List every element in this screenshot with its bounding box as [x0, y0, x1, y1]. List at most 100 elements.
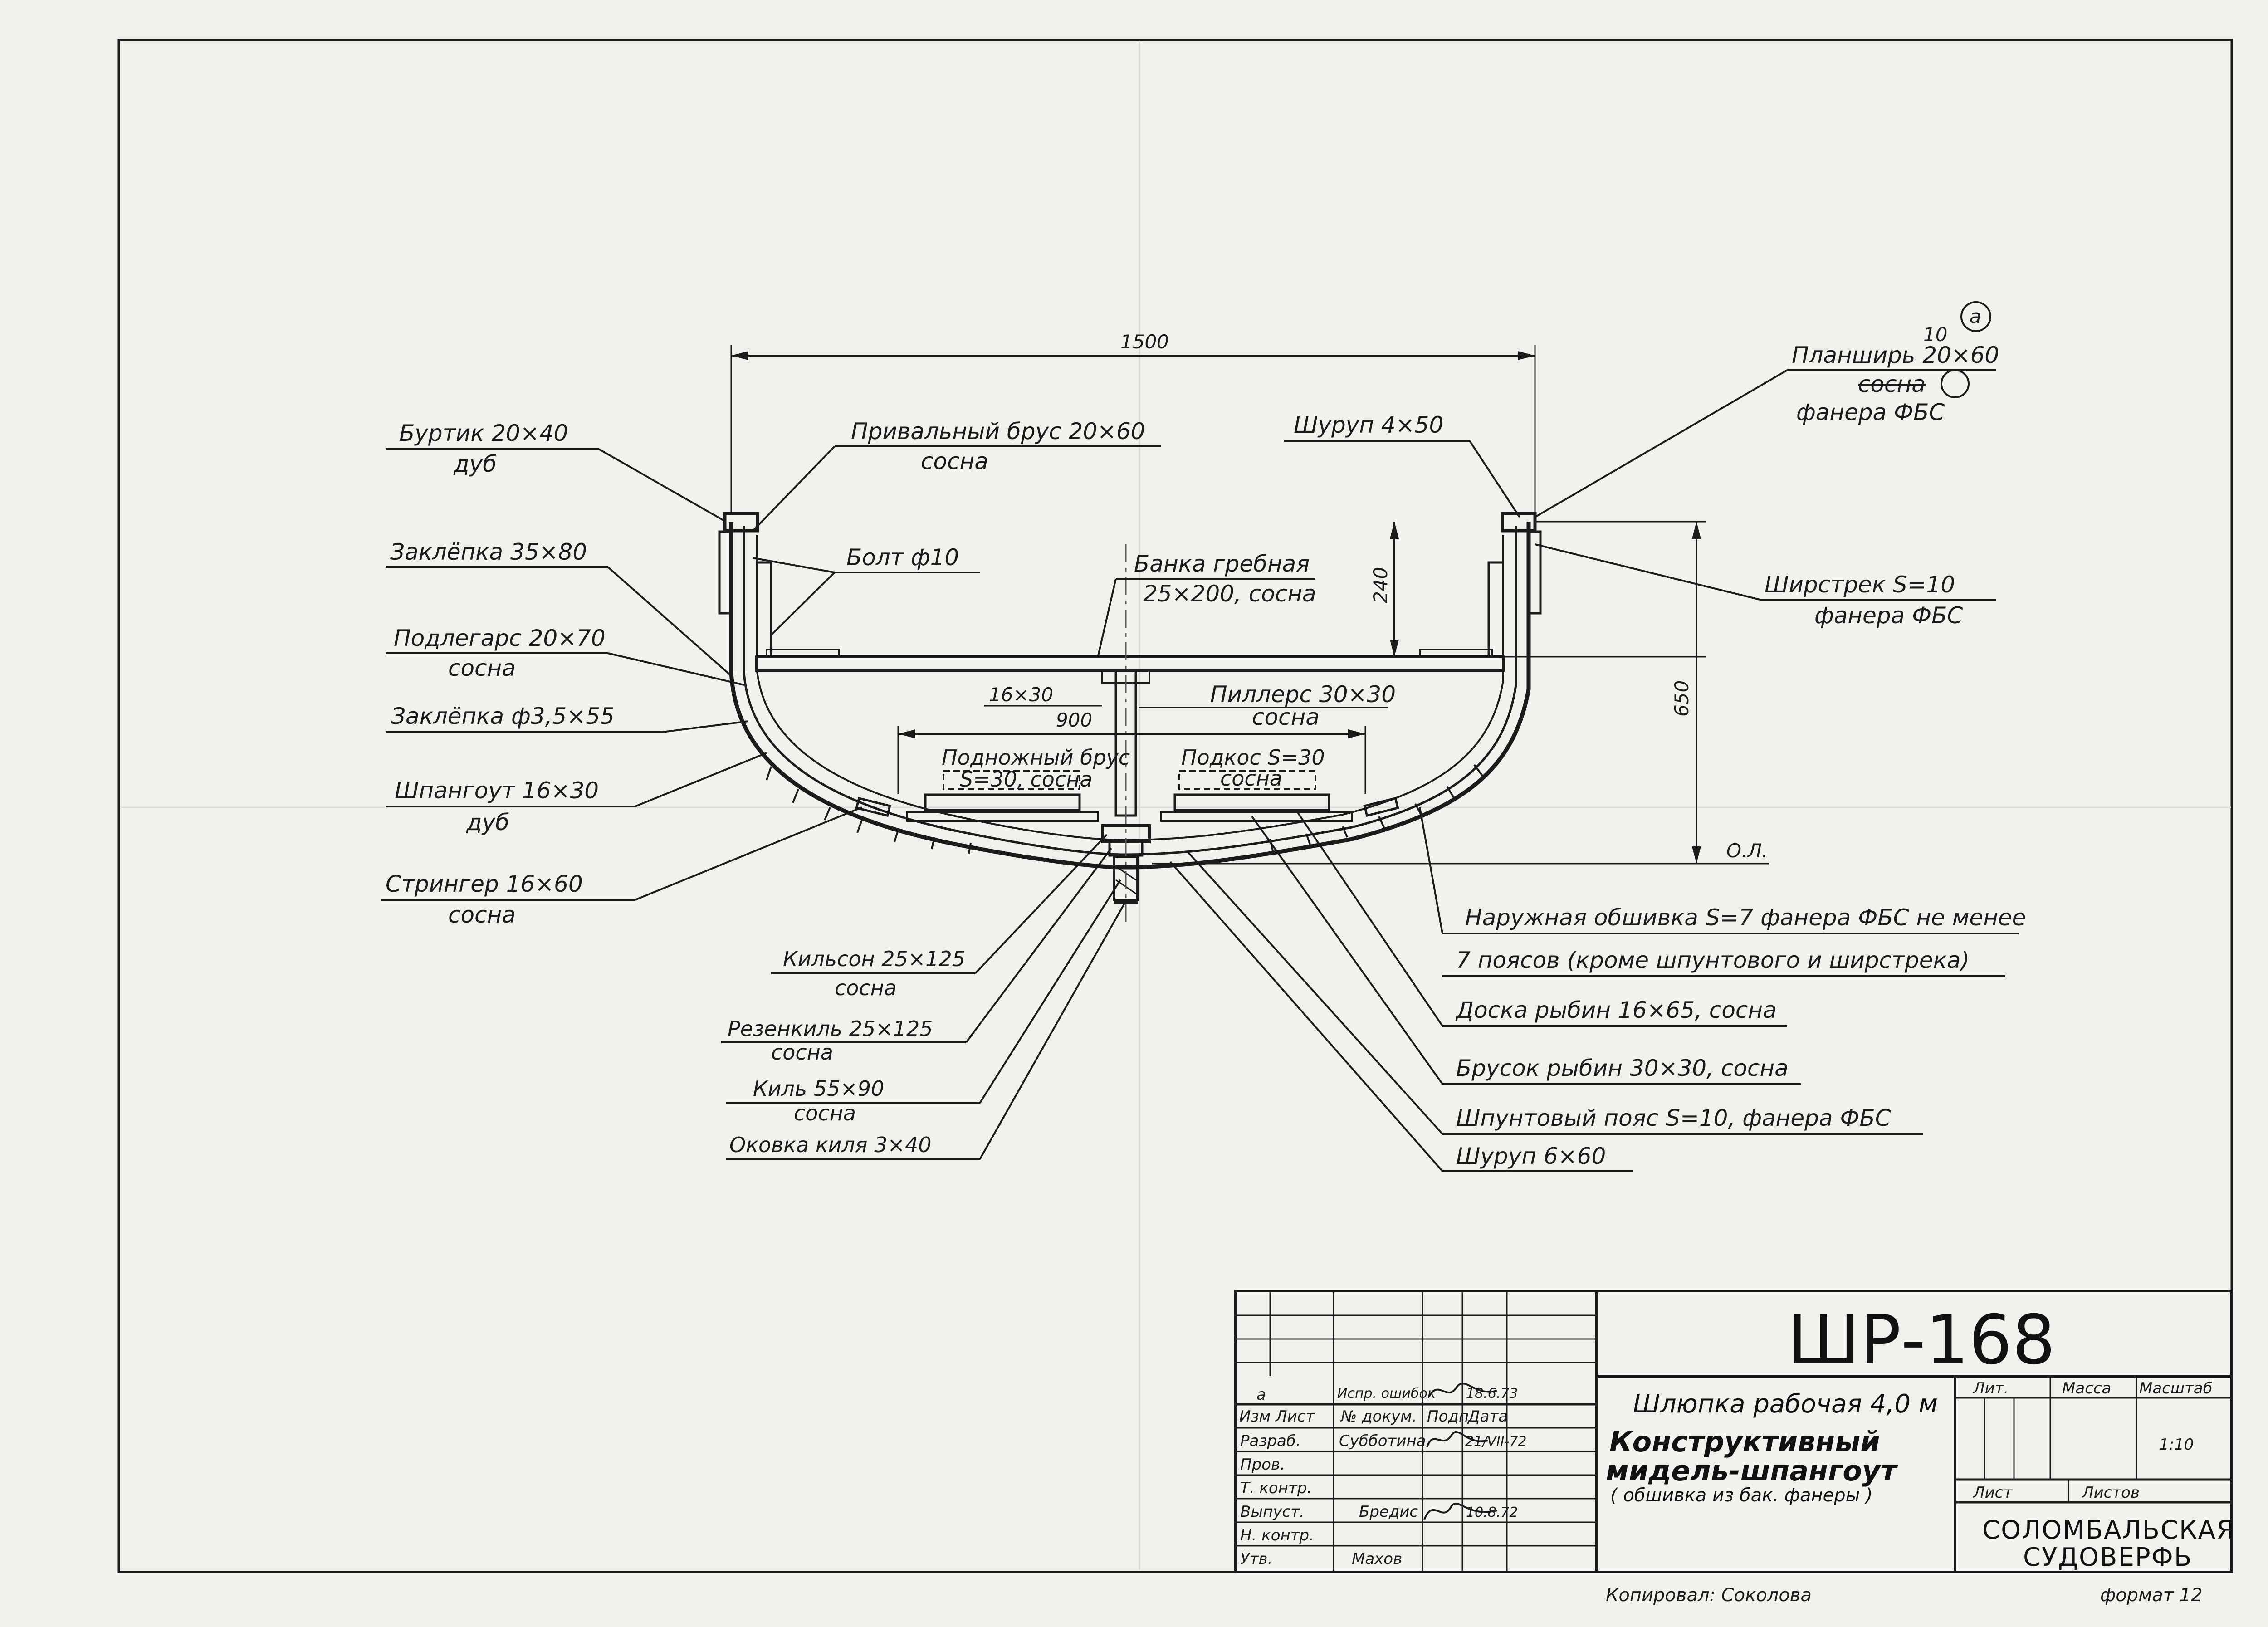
labels-right: 10 а Планширь 20×60 сосна фанера ФБС Шур… [1169, 301, 2026, 1172]
razrab-date: 21/VII-72 [1465, 1434, 1527, 1450]
org-name-2: СУДОВЕРФЬ [2023, 1543, 2192, 1572]
floor-boards [906, 770, 1353, 822]
label-shpuntovy: Шпунтовый пояс S=10, фанера ФБС [1456, 1105, 1891, 1131]
label-privalny-material: сосна [921, 448, 988, 474]
baseline-label: О.Л. [1726, 840, 1768, 862]
col-izm: Изм [1239, 1407, 1271, 1426]
rubbing-strake-right [1526, 530, 1542, 615]
label-shpangout-material: дуб [466, 809, 509, 835]
title-4: ( обшивка из бак. фанеры ) [1610, 1485, 1873, 1506]
thwart [755, 655, 1505, 672]
rev-doc: Испр. ошибок [1337, 1386, 1436, 1402]
labels-left: Буртик 20×40 дуб Привальный брус 20×60 с… [381, 418, 1161, 928]
label-bolt: Болт ф10 [846, 544, 959, 571]
label-stringer: Стрингер 16×60 [386, 871, 583, 897]
label-kilson-material: сосна [835, 976, 897, 1000]
label-kil-material: сосна [794, 1101, 856, 1125]
row-vypust: Выпуст. [1240, 1503, 1305, 1521]
scale-value: 1:10 [2159, 1436, 2194, 1454]
row-razrab: Разраб. [1240, 1432, 1301, 1450]
revision-mark-letter: а [1970, 305, 1981, 327]
title-2: Конструктивный [1609, 1425, 1880, 1458]
label-okovka: Оковка киля 3×40 [729, 1133, 932, 1157]
org-name-1: СОЛОМБАЛЬСКАЯ [1982, 1515, 2235, 1545]
label-obshivka: Наружная обшивка S=7 фанера ФБС не менее [1465, 904, 2026, 931]
signature-vypust [1423, 1502, 1497, 1520]
revision-mark-2 [1941, 369, 1970, 398]
frame-line [756, 535, 1504, 841]
riser-left [757, 561, 772, 657]
vypust-date: 10.8.72 [1466, 1505, 1518, 1520]
rev-letter: а [1256, 1386, 1266, 1404]
dim-height-240: 240 [1369, 567, 1392, 603]
title-block: ШР-168 Шлюпка рабочая 4,0 м Конструктивн… [1234, 1290, 2235, 1573]
label-planshir: Планширь 20×60 [1792, 342, 1999, 368]
label-podnozh: Подножный брус [942, 745, 1130, 770]
label-privalny: Привальный брус 20×60 [851, 418, 1145, 445]
row-utv: Утв. [1240, 1550, 1272, 1568]
col-date: Дата [1467, 1407, 1508, 1426]
label-podkos: Подкос S=30 [1181, 745, 1325, 770]
signature-rev [1428, 1383, 1497, 1397]
label-shirstrek: Ширстрек S=10 [1765, 572, 1955, 598]
label-podnozh-size: S=30, сосна [960, 767, 1093, 792]
label-shpangout: Шпангоут 16×30 [395, 777, 599, 804]
stringer-left [855, 796, 891, 817]
stringer-right [1363, 796, 1399, 817]
label-shurup-6: Шуруп 6×60 [1456, 1143, 1606, 1169]
label-rezenkil-material: сосна [771, 1040, 833, 1065]
col-sign: Подп. [1427, 1407, 1474, 1426]
label-kil: Киль 55×90 [753, 1076, 884, 1101]
label-planshir-fbs: фанера ФБС [1796, 399, 1945, 425]
dim-width: 1500 [1120, 331, 1169, 353]
title-3: мидель-шпангоут [1606, 1454, 1898, 1487]
riser-right [1487, 561, 1503, 657]
label-podkos-material: сосна [1220, 766, 1282, 791]
drawing-frame [117, 39, 2233, 1573]
footer-format: формат 12 [2100, 1585, 2203, 1606]
utv-name: Махов [1352, 1550, 1402, 1568]
label-planshir-rev: 10 [1923, 323, 1947, 346]
label-pillers-material: сосна [1252, 704, 1320, 730]
col-massa: Масса [2062, 1379, 2111, 1397]
inner-planking [743, 526, 1517, 856]
label-shirstrek-material: фанера ФБС [1814, 602, 1963, 629]
row-prov: Пров. [1240, 1456, 1285, 1474]
label-zaklepka-35: Заклёпка 35×80 [390, 539, 587, 565]
label-zaklepka-3: Заклёпка ф3,5×55 [391, 703, 615, 729]
dim-pillar: 16×30 [989, 684, 1053, 706]
footer-copied: Копировал: Соколова [1606, 1585, 1812, 1606]
label-podlegars-material: сосна [448, 655, 516, 681]
dimensions: 1500 240 650 О.Л. 900 16×30 [730, 331, 1769, 865]
label-rezenkil: Резенкиль 25×125 [728, 1016, 933, 1041]
col-lit: Лит. [1972, 1379, 2009, 1397]
label-obshivka-2: 7 поясов (кроме шпунтового и ширстрека) [1456, 947, 1970, 973]
col-doc: № докум. [1340, 1407, 1417, 1426]
labels-center: Банка гребная 25×200, сосна Пиллерс 30×3… [721, 551, 1396, 1160]
label-kilson: Кильсон 25×125 [783, 947, 965, 971]
col-sheets: Листов [2081, 1484, 2140, 1502]
razrab-name: Субботина [1339, 1432, 1426, 1450]
label-burtik-material: дуб [453, 451, 497, 477]
rubbing-strake-left [718, 530, 733, 615]
col-list: Лист [1275, 1407, 1315, 1426]
label-shurup-4: Шуруп 4×50 [1294, 412, 1443, 438]
col-sheet: Лист [1972, 1484, 2013, 1502]
label-pillers: Пиллерс 30×30 [1210, 681, 1396, 708]
label-banka-size: 25×200, сосна [1143, 581, 1316, 607]
label-doska: Доска рыбин 16×65, сосна [1455, 997, 1777, 1023]
row-nkontr: Н. контр. [1240, 1526, 1314, 1544]
dim-900: 900 [1056, 709, 1092, 731]
vypust-name: Бредис [1359, 1503, 1418, 1521]
label-banka: Банка гребная [1134, 551, 1310, 577]
rev-date: 18.6.73 [1466, 1386, 1518, 1402]
dim-height-650: 650 [1671, 680, 1693, 717]
title-1: Шлюпка рабочая 4,0 м [1633, 1389, 1938, 1419]
col-masshtab: Масштаб [2139, 1379, 2213, 1397]
label-podlegars: Подлегарс 20×70 [394, 625, 606, 651]
thwart-knee-left [766, 649, 840, 658]
revision-mark [1960, 301, 1991, 332]
label-brusok: Брусок рыбин 30×30, сосна [1456, 1055, 1789, 1081]
label-planshir-material: сосна [1858, 371, 1926, 397]
